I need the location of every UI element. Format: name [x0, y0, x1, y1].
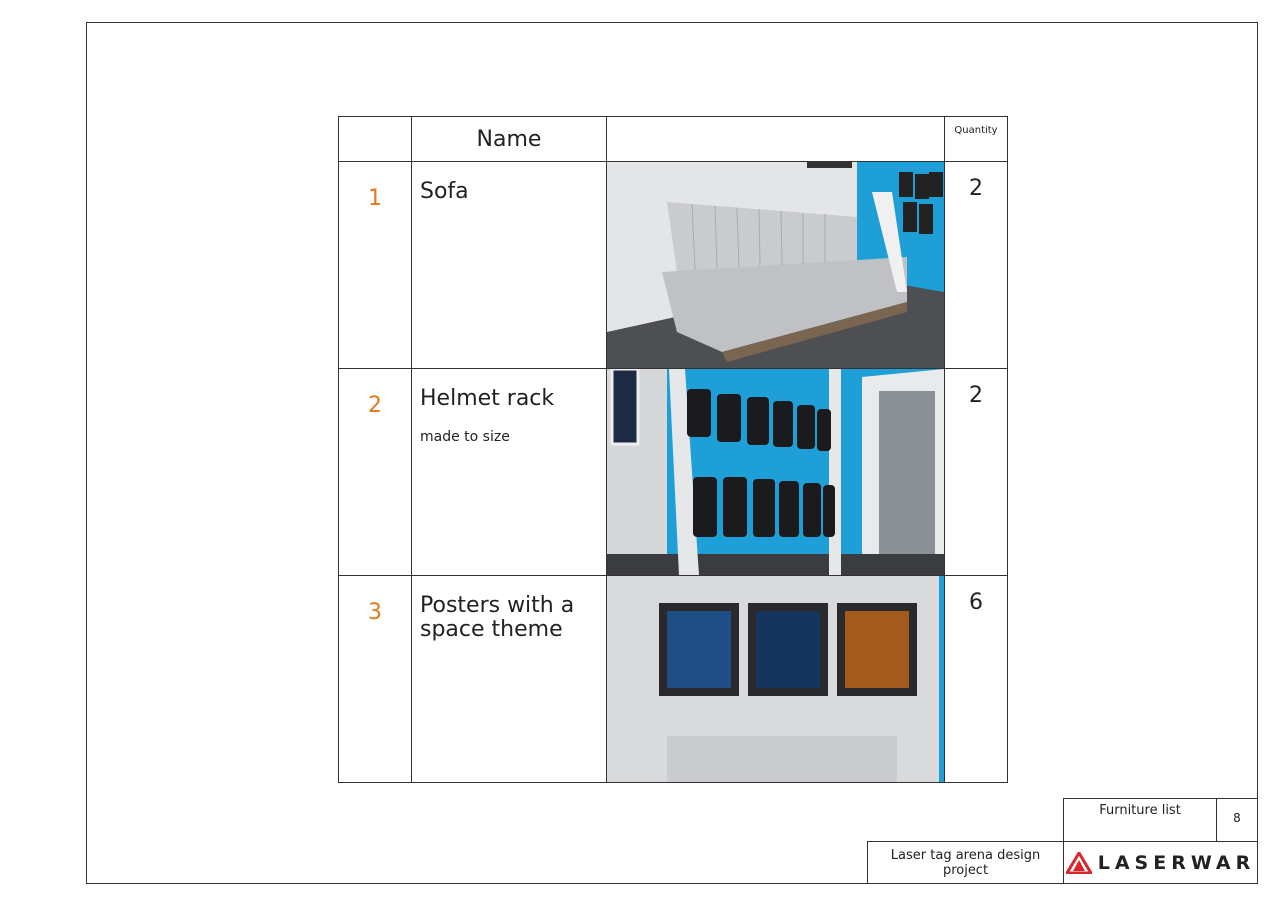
page-number: 8	[1216, 798, 1258, 842]
header-number	[338, 116, 412, 162]
laserwar-logo: LASERWAR	[1063, 841, 1258, 884]
project-name: Laser tag arena design project	[867, 841, 1064, 884]
posters-illustration	[607, 576, 944, 782]
table-row: 2 Helmet rack made to size	[338, 368, 1008, 576]
row-quantity: 2	[944, 368, 1008, 576]
row-number: 1	[338, 161, 412, 369]
item-name: Helmet rack	[420, 386, 555, 411]
item-name: Sofa	[420, 179, 469, 204]
row-quantity: 2	[944, 161, 1008, 369]
header-image	[606, 116, 945, 162]
row-number: 3	[338, 575, 412, 783]
triangle-logo-icon	[1065, 851, 1092, 874]
logo-text: LASERWAR	[1097, 851, 1256, 874]
row-name: Posters with a space theme	[411, 575, 607, 783]
table-row: 1 Sofa	[338, 161, 1008, 369]
row-number: 2	[338, 368, 412, 576]
row-quantity: 6	[944, 575, 1008, 783]
helmet-rack-illustration	[607, 369, 944, 575]
item-name: Posters with a space theme	[420, 593, 575, 642]
posters-photo	[606, 575, 945, 783]
header-quantity: Quantity	[944, 116, 1008, 162]
table-row: 3 Posters with a space theme 6	[338, 575, 1008, 783]
row-name: Sofa	[411, 161, 607, 369]
sofa-photo	[606, 161, 945, 369]
sofa-illustration	[607, 162, 944, 368]
row-name: Helmet rack made to size	[411, 368, 607, 576]
header-name: Name	[411, 116, 607, 162]
sheet-title: Furniture list	[1063, 798, 1217, 842]
helmet-rack-photo	[606, 368, 945, 576]
furniture-table: Name Quantity 1 Sofa	[338, 116, 1008, 783]
table-header-row: Name Quantity	[338, 116, 1008, 162]
item-note: made to size	[420, 429, 510, 445]
drawing-frame	[86, 22, 1258, 884]
